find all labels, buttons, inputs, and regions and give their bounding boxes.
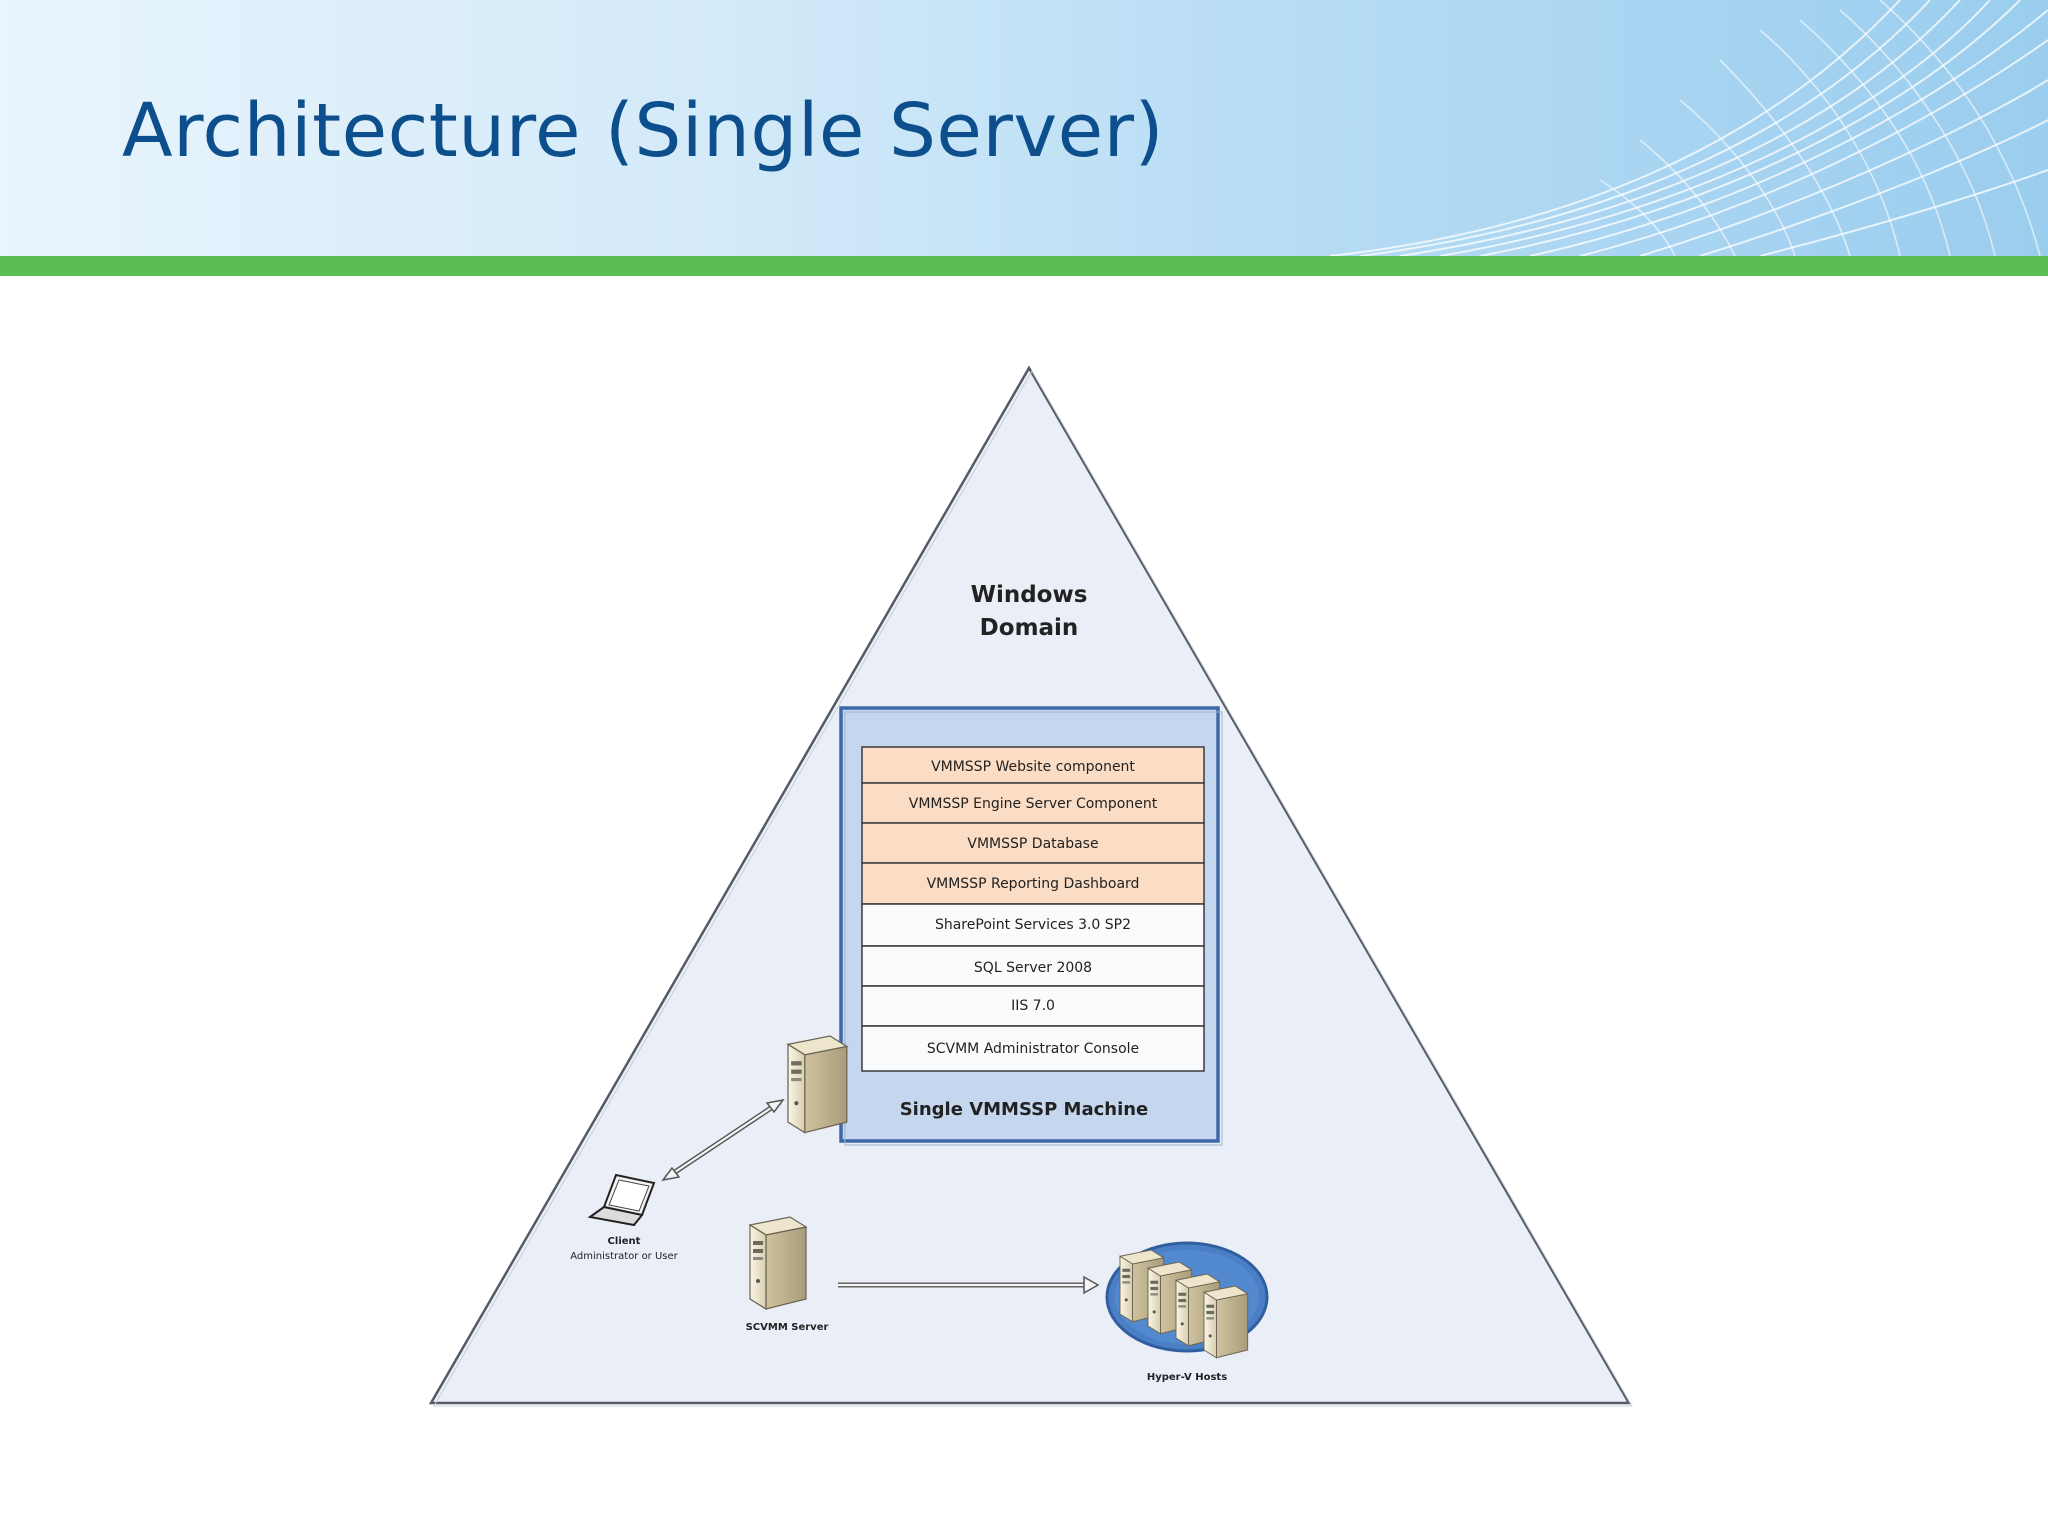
layer-reporting-dashboard: [861, 862, 1205, 905]
layer-database: [861, 822, 1205, 864]
layer-scvmm-console: [861, 1025, 1205, 1072]
component-stack: VMMSSP Website component VMMSSP Engine S…: [861, 746, 1205, 1072]
laptop-icon: [587, 1173, 656, 1227]
layer-website-label: VMMSSP Website component: [931, 759, 1135, 775]
layer-engine-server-label: VMMSSP Engine Server Component: [909, 796, 1158, 812]
server-icon: [787, 1035, 848, 1134]
domain-label-line2: Domain: [980, 615, 1079, 641]
accent-rule: [0, 256, 2048, 276]
hosts-connection-arrow: [838, 1275, 1100, 1295]
slide-title: Architecture (Single Server): [122, 88, 1164, 174]
machine-label: Single VMMSSP Machine: [900, 1099, 1149, 1120]
server-cluster-icon: [1105, 1241, 1269, 1359]
domain-label-line1: Windows: [971, 582, 1088, 608]
layer-sharepoint: [861, 903, 1205, 947]
layer-scvmm-console-label: SCVMM Administrator Console: [927, 1041, 1139, 1057]
hyperv-hosts-label: Hyper-V Hosts: [1147, 1372, 1227, 1383]
server-icon: [749, 1216, 807, 1310]
client-connection-arrow: [661, 1098, 785, 1182]
layer-sharepoint-label: SharePoint Services 3.0 SP2: [935, 917, 1131, 933]
client-label-line2: Administrator or User: [570, 1251, 678, 1262]
wireframe-globe-decoration: [1329, 0, 2048, 256]
layer-iis: [861, 985, 1205, 1027]
layer-engine-server: [861, 782, 1205, 824]
layer-website: [861, 746, 1205, 784]
slide-header: Architecture (Single Server): [0, 0, 2048, 256]
layer-reporting-dashboard-label: VMMSSP Reporting Dashboard: [927, 876, 1140, 892]
layer-iis-label: IIS 7.0: [1011, 998, 1055, 1014]
layer-database-label: VMMSSP Database: [967, 836, 1098, 852]
client-label-line1: Client: [608, 1236, 641, 1247]
layer-sql-server-label: SQL Server 2008: [974, 960, 1092, 976]
scvmm-server-label: SCVMM Server: [746, 1322, 829, 1333]
